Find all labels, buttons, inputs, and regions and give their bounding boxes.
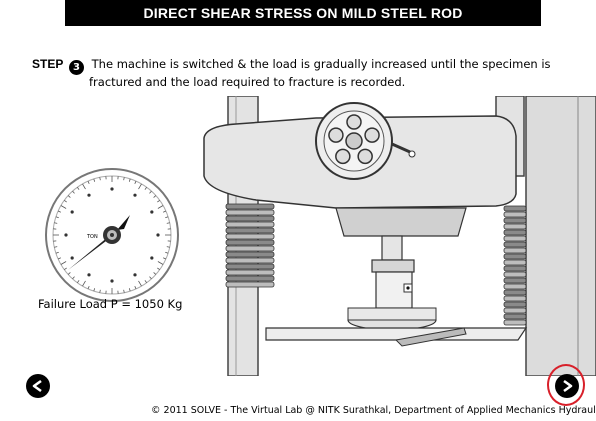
step-label: STEP — [32, 57, 63, 71]
step-number-badge: 3 — [69, 60, 84, 75]
shear-machine-illustration — [196, 96, 596, 376]
lead-screw-right — [504, 206, 526, 325]
chevron-left-icon — [31, 379, 45, 393]
step-text-line2: fractured and the load required to fract… — [32, 75, 572, 90]
gauge-brand-text: TON — [86, 234, 98, 240]
page-title: DIRECT SHEAR STRESS ON MILD STEEL ROD — [143, 5, 462, 21]
step-instruction: STEP 3 The machine is switched & the loa… — [32, 57, 572, 90]
failure-load-label: Failure Load P = 1050 Kg — [38, 297, 182, 311]
footer-copyright: © 2011 SOLVE - The Virtual Lab @ NITK Su… — [151, 405, 596, 416]
page-title-bar: DIRECT SHEAR STRESS ON MILD STEEL ROD — [65, 0, 541, 26]
next-button[interactable] — [555, 374, 579, 398]
step-text-line1: The machine is switched & the load is gr… — [92, 57, 551, 71]
previous-button[interactable] — [26, 374, 50, 398]
load-dial-gauge: TON — [44, 167, 180, 303]
chevron-right-icon — [560, 379, 574, 393]
